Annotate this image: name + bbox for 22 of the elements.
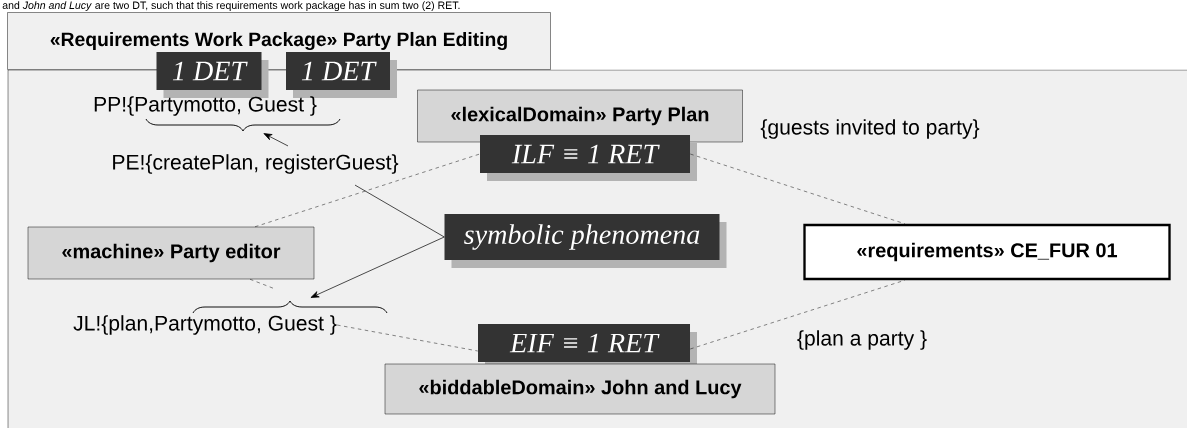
tag-box: ILF ≡ 1 RET <box>480 135 697 181</box>
dashed-line <box>336 324 478 352</box>
tag-box: symbolic phenomena <box>444 214 727 268</box>
edge-label: {plan a party } <box>795 329 929 351</box>
tag-box: 1 DET <box>156 52 269 98</box>
dashed-line <box>690 153 906 225</box>
node-label: «Requirements Work Package» Party Plan Editing <box>50 31 507 51</box>
dashed-line <box>254 153 480 227</box>
domain-box: «lexicalDomain» Party Plan <box>417 89 743 143</box>
requirement-box: «requirements» CE_FUR 01 <box>803 223 1171 281</box>
dashed-line <box>690 279 906 350</box>
dashed-line <box>249 279 276 290</box>
arrow <box>310 236 445 298</box>
edge-label: {guests invited to party} <box>759 118 981 140</box>
phenomena-text: JL!{plan,Partymotto, Guest } <box>73 315 337 335</box>
phenomena-text: PP!{Partymotto, Guest } <box>94 96 317 116</box>
domain-box: «biddableDomain» John and Lucy <box>384 363 776 415</box>
domain-box: «machine» Party editor <box>27 226 315 280</box>
connector-line <box>354 184 445 238</box>
phenomena-text: PE!{createPlan, registerGuest} <box>113 154 399 174</box>
sentence-text: and John and Lucy are two DT, such that this requirements work package has in sum two (2) RET. <box>2 1 460 12</box>
arrow <box>263 133 289 147</box>
